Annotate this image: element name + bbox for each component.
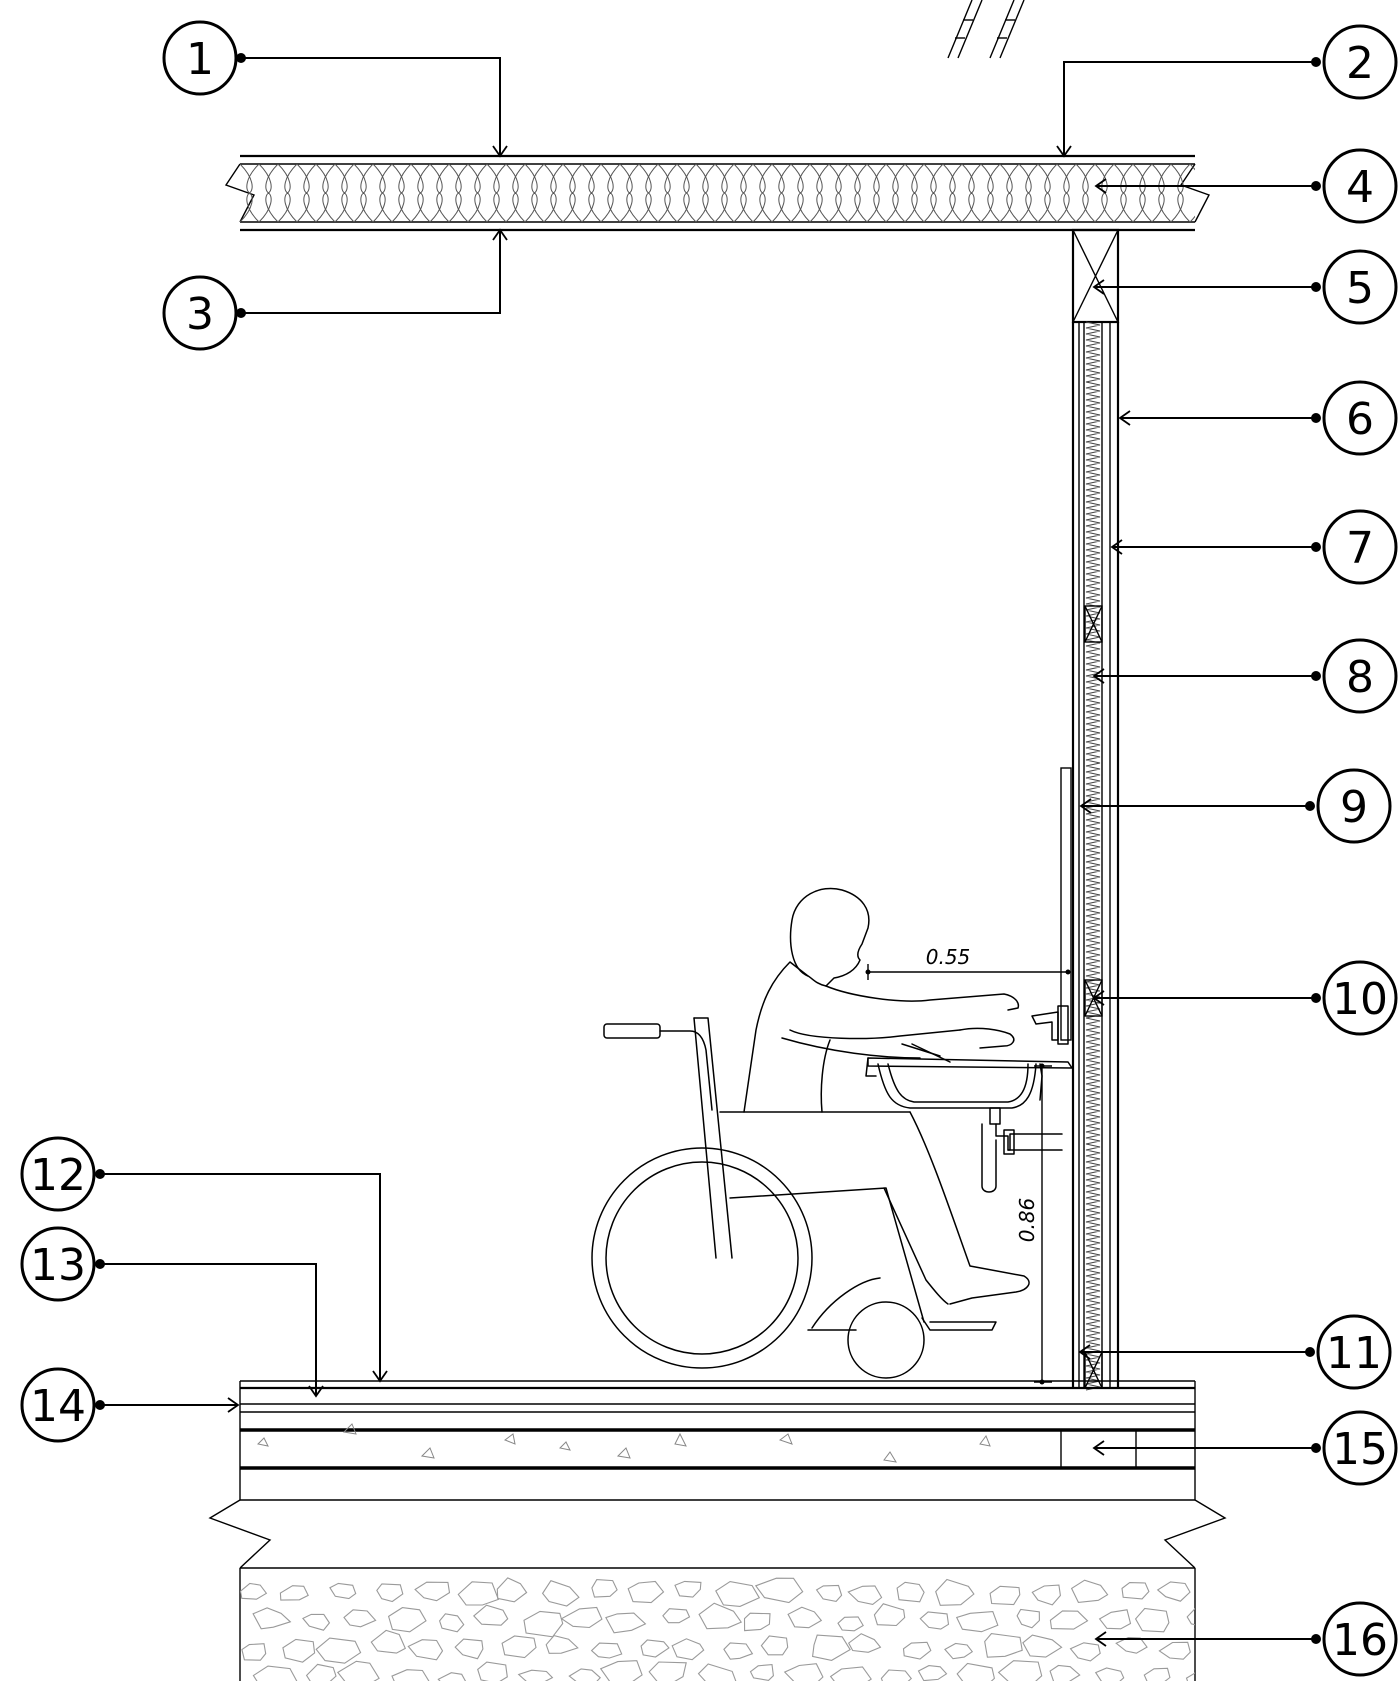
gravel-pattern (240, 1577, 1195, 1681)
roof-assembly (224, 154, 1210, 232)
callout-4: 4 (1311, 148, 1398, 224)
person-seated (743, 887, 1030, 1305)
wall-assembly (1060, 228, 1120, 1391)
batt-insulation-pattern (240, 164, 1195, 222)
callout-15-label: 15 (1332, 1424, 1388, 1475)
callout-7: 7 (1311, 509, 1398, 585)
callout-1: 1 (162, 20, 246, 96)
sink-height-label: 0.86 (1015, 1198, 1039, 1243)
callout-bubbles: 1 2 3 4 5 6 7 (20, 20, 1398, 1677)
callout-8-label: 8 (1346, 652, 1374, 703)
callout-14: 14 (20, 1367, 105, 1443)
callout-16: 16 (1311, 1601, 1398, 1677)
callout-12: 12 (20, 1136, 105, 1212)
callout-6: 6 (1311, 380, 1398, 456)
callout-13-label: 13 (30, 1240, 86, 1291)
callout-13: 13 (20, 1226, 105, 1302)
callout-10: 10 (1311, 960, 1398, 1036)
callout-11: 11 (1305, 1314, 1392, 1390)
callout-7-label: 7 (1346, 523, 1374, 574)
callout-8: 8 (1311, 638, 1398, 714)
callout-1-label: 1 (186, 34, 214, 85)
callout-6-label: 6 (1346, 394, 1374, 445)
callout-4-label: 4 (1346, 162, 1374, 213)
wall-hung-sink (865, 1005, 1073, 1109)
dimension-sink-height: 0.86 (1015, 1063, 1052, 1385)
dimension-reach: 0.55 (865, 945, 1071, 980)
wall-insulation-hatch (1085, 321, 1101, 1391)
callout-2: 2 (1311, 24, 1398, 100)
callout-9: 9 (1305, 768, 1392, 844)
callout-2-label: 2 (1346, 38, 1374, 89)
callout-11-label: 11 (1326, 1328, 1382, 1379)
callout-3: 3 (162, 275, 246, 351)
callout-14-label: 14 (30, 1381, 86, 1432)
callout-15: 15 (1311, 1410, 1398, 1486)
callout-5: 5 (1311, 249, 1398, 325)
reach-dimension-label: 0.55 (926, 945, 971, 969)
skylight-mark (947, 0, 1025, 59)
callout-10-label: 10 (1332, 974, 1388, 1025)
callout-5-label: 5 (1346, 263, 1374, 314)
callout-12-label: 12 (30, 1150, 86, 1201)
callout-3-label: 3 (186, 289, 214, 340)
leader-lines (100, 57, 1316, 1647)
floor-assembly (208, 1380, 1227, 1681)
wheelchair (591, 1017, 997, 1379)
callout-16-label: 16 (1332, 1615, 1388, 1666)
callout-9-label: 9 (1340, 782, 1368, 833)
sink-drain-trap (981, 1107, 1063, 1193)
